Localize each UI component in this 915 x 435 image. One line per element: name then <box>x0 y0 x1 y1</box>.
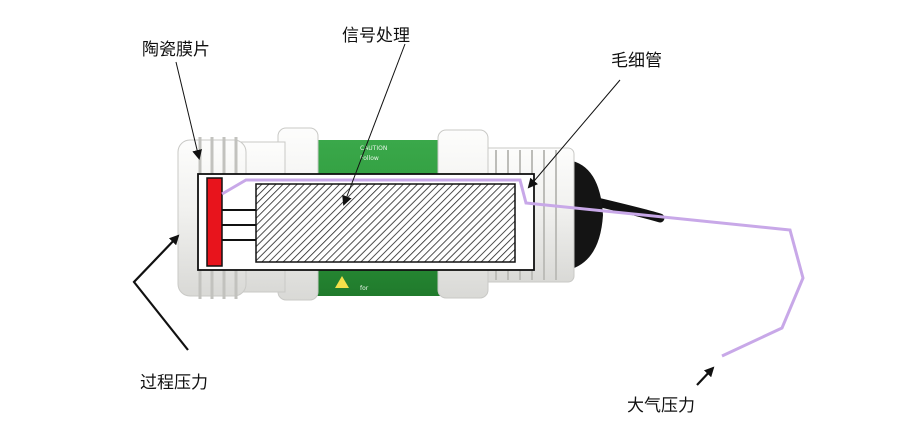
signal-processing-block <box>255 183 516 263</box>
leader-capillary-tube <box>527 79 621 189</box>
label-process-pressure: 过程压力 <box>140 373 208 393</box>
svg-text:for: for <box>360 285 369 292</box>
label-capillary-tube: 毛细管 <box>611 51 662 71</box>
label-atmospheric-pressure: 大气压力 <box>627 396 695 416</box>
atmospheric-pressure-arrow <box>696 366 715 386</box>
capillary-tube-line <box>221 178 805 358</box>
leader-ceramic-diaphragm <box>175 61 202 160</box>
connection-leads <box>222 209 256 241</box>
svg-text:Follow: Follow <box>360 155 379 162</box>
ceramic-diaphragm-element <box>206 177 223 267</box>
process-pressure-arrow <box>132 234 189 351</box>
label-ceramic-diaphragm: 陶瓷膜片 <box>142 40 210 60</box>
leader-signal-processing <box>342 43 406 206</box>
cable-gland <box>568 160 603 270</box>
label-signal-processing: 信号处理 <box>342 26 410 46</box>
svg-text:CAUTION: CAUTION <box>360 145 387 152</box>
